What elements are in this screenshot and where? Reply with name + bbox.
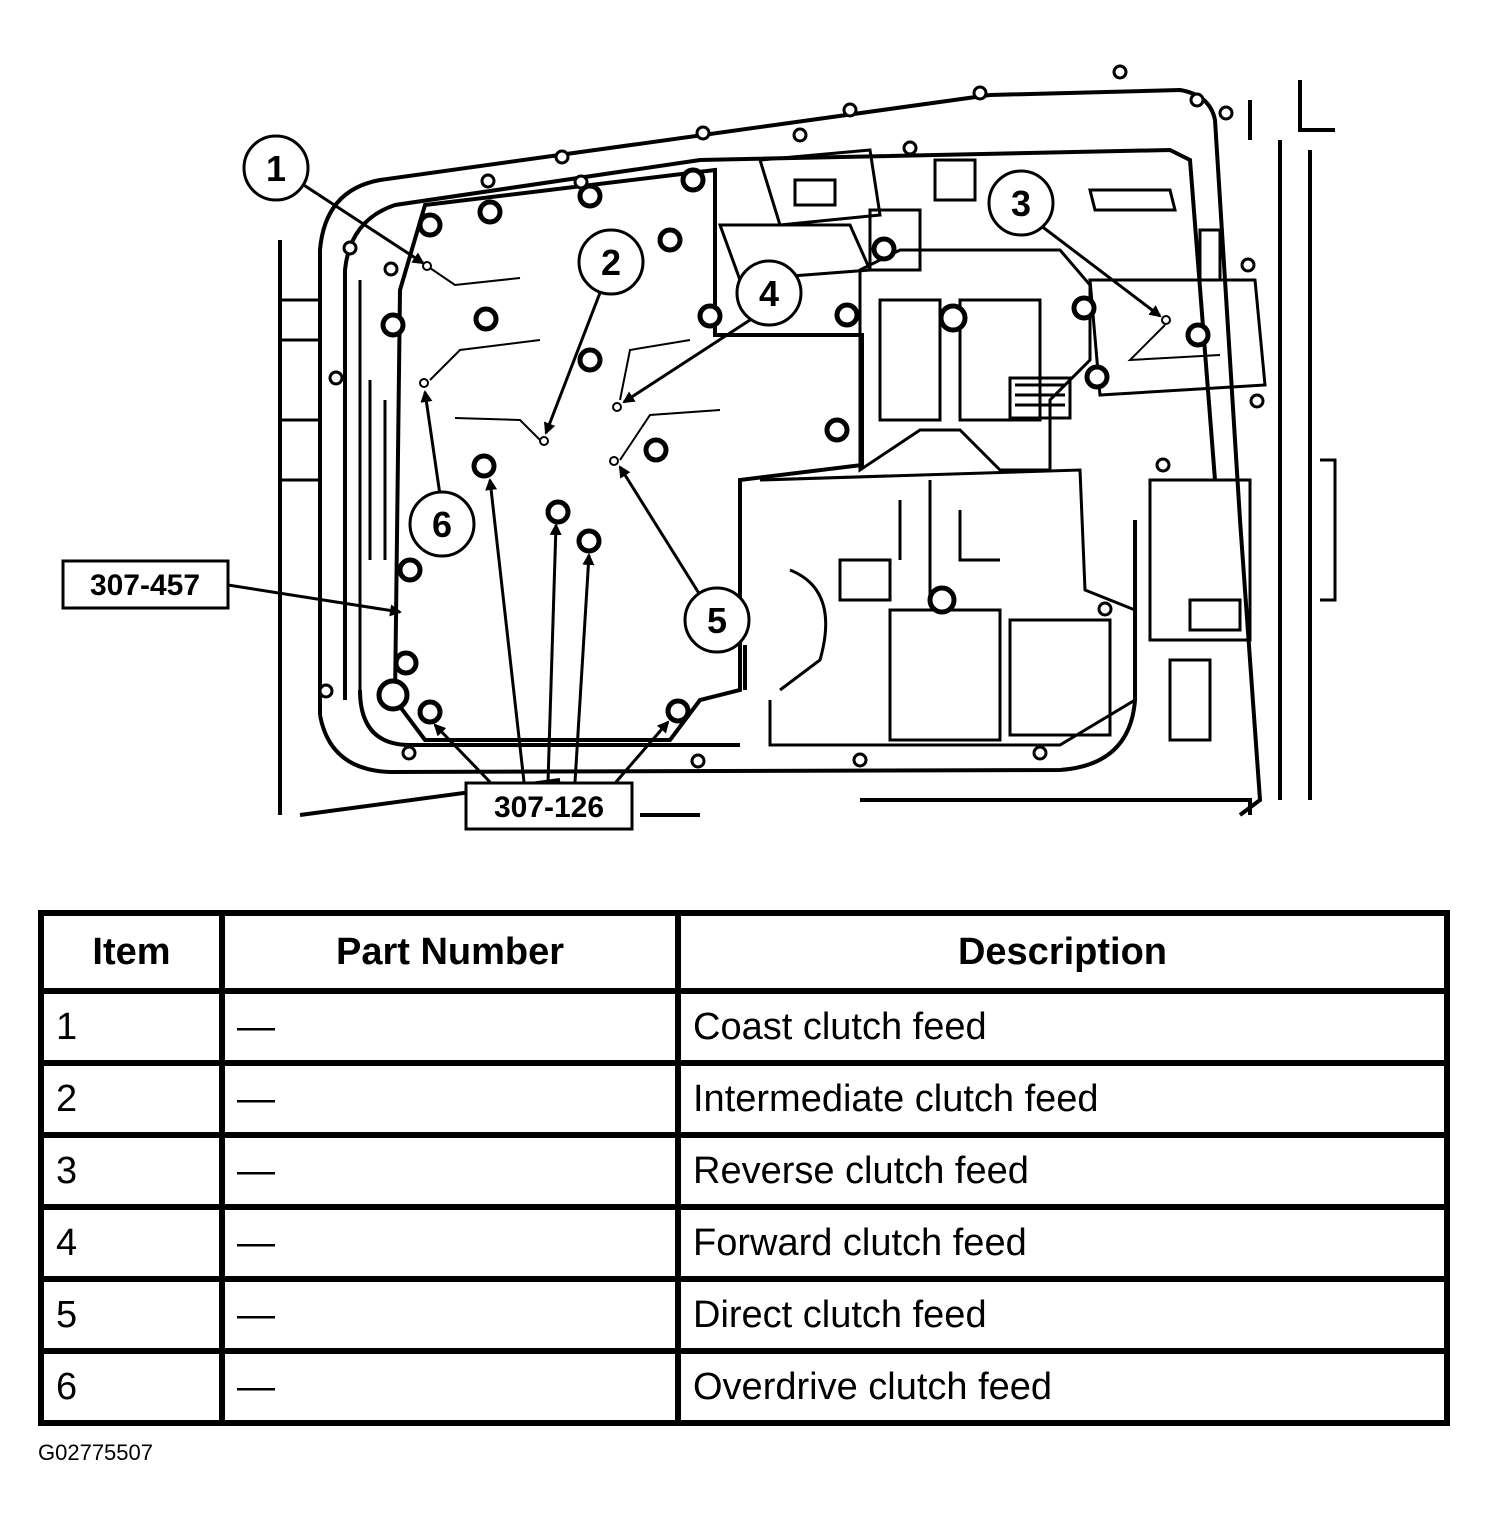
callout-4: 4 [735,259,803,327]
table-row: 4 — Forward clutch feed [38,1204,1450,1282]
item-cell: 1 [38,988,225,1066]
part-number-cell: — [219,1348,681,1426]
item-cell: 5 [38,1276,225,1354]
table-row: 3 — Reverse clutch feed [38,1132,1450,1210]
header-description: Description [675,910,1450,994]
callout-6: 6 [408,490,476,558]
svg-text:307-457: 307-457 [90,569,200,602]
part-number-cell: — [219,1276,681,1354]
description-cell: Reverse clutch feed [675,1132,1450,1210]
header-item: Item [38,910,225,994]
item-cell: 3 [38,1132,225,1210]
callout-leaders [227,176,1162,784]
item-cell: 6 [38,1348,225,1426]
svg-text:3: 3 [1011,183,1031,224]
description-cell: Overdrive clutch feed [675,1348,1450,1426]
port-label-marks [429,267,1221,461]
table-row: 1 — Coast clutch feed [38,988,1450,1066]
table-row: 2 — Intermediate clutch feed [38,1060,1450,1138]
mounting-holes [318,64,1265,769]
table-row: 6 — Overdrive clutch feed [38,1348,1450,1426]
callout-5: 5 [683,586,751,654]
transmission-case-diagram: 1 2 3 4 5 6 307-457 307-126 [61,64,1337,831]
description-cell: Forward clutch feed [675,1204,1450,1282]
svg-text:1: 1 [266,148,286,189]
part-number-cell: — [219,988,681,1066]
callout-1: 1 [242,134,310,202]
bolt-heads [376,167,1211,725]
callout-2: 2 [577,228,645,296]
tool-label-307-126: 307-126 [464,781,634,831]
item-cell: 4 [38,1204,225,1282]
callout-3: 3 [987,169,1055,237]
description-cell: Coast clutch feed [675,988,1450,1066]
svg-text:5: 5 [707,600,727,641]
part-number-cell: — [219,1060,681,1138]
item-cell: 2 [38,1060,225,1138]
figure-id: G02775507 [38,1440,153,1465]
svg-text:307-126: 307-126 [494,791,604,824]
table-row: 5 — Direct clutch feed [38,1276,1450,1354]
part-number-cell: — [219,1132,681,1210]
svg-text:4: 4 [759,273,779,314]
tool-label-307-457: 307-457 [61,559,230,610]
table-header-row: Item Part Number Description [38,910,1450,994]
svg-text:2: 2 [601,242,621,283]
parts-table: Item Part Number Description 1 — Coast c… [38,910,1450,1426]
svg-text:6: 6 [432,504,452,545]
case-outline [278,80,1335,817]
part-number-cell: — [219,1204,681,1282]
feed-ports [419,261,1171,466]
description-cell: Intermediate clutch feed [675,1060,1450,1138]
description-cell: Direct clutch feed [675,1276,1450,1354]
case-details [280,148,1337,747]
header-part-number: Part Number [219,910,681,994]
